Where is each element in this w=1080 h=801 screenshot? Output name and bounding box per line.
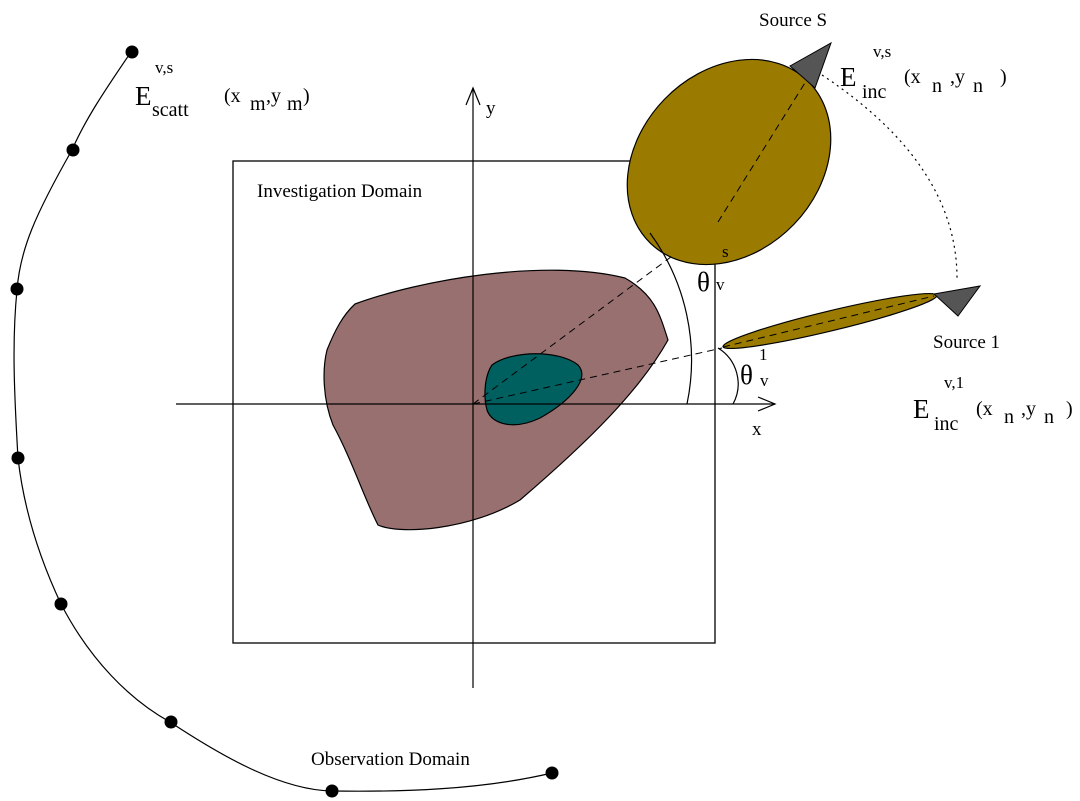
y-axis-arrowhead [465,86,481,106]
investigation-domain-label: Investigation Domain [257,181,423,202]
scatt-args: (x [224,85,241,107]
inc-1-args: (x [976,398,993,420]
inc-1-mid: ,y [1021,398,1036,420]
dashed-line-to-source-1 [472,347,723,405]
observation-point [164,715,178,729]
observation-point [10,282,24,296]
inc-s-arg2-sub: n [973,75,983,97]
observation-point [54,597,68,611]
observation-point [11,451,25,465]
inc-1-arg1-sub: n [1004,406,1014,428]
inc-s-subscript: inc [862,81,887,103]
x-axis-label: x [752,419,762,440]
source-s-label: Source S [759,10,827,31]
inc-s-arg1-sub: n [932,75,942,97]
scatt-subscript: scatt [152,99,189,121]
observation-domain-label: Observation Domain [311,749,470,770]
theta-1-label: θ 1 v [740,345,769,390]
incident-field-s-label: E v,s inc (x n ,y n ) [840,42,1007,103]
inc-s-superscript: v,s [873,42,891,61]
observation-point [125,45,139,59]
observation-point [545,766,559,780]
source-s-beam [626,58,832,266]
x-axis-arrowhead [757,396,777,412]
theta-s-subscript: v [716,275,725,294]
observation-point [325,784,339,798]
theta-s-symbol: θ [697,267,710,297]
inc-1-e-symbol: E [913,394,930,424]
theta-1-symbol: θ [740,360,753,390]
scatt-arg1-sub: m [250,93,266,115]
theta-s-arc [649,232,693,405]
source-s-beam-axis [717,61,819,223]
inc-1-subscript: inc [934,413,959,435]
source-1-label: Source 1 [933,332,1000,353]
scatt-arg2-sub: m [287,93,303,115]
scatt-mid: ,y [266,85,281,107]
y-axis-label: y [486,98,496,119]
theta-s-superscript: s [722,242,729,261]
scatt-e-symbol: E [135,81,152,111]
scatt-close: ) [303,85,310,107]
inc-1-arg2-sub: n [1044,406,1054,428]
theta-s-label: θ s v [697,242,729,297]
scattered-field-label: E v,s scatt (x m ,y m ) [135,58,310,121]
theta-1-arc [717,347,739,405]
incident-field-1-label: E v,1 inc (x n ,y n ) [913,373,1073,435]
inc-1-close: ) [1066,398,1073,420]
observation-point [66,143,80,157]
scatt-superscript: v,s [155,58,173,77]
inc-s-args: (x [904,66,921,88]
inc-s-mid: ,y [950,66,965,88]
source-s-antenna-icon [789,41,832,89]
inc-s-e-symbol: E [840,62,857,92]
observation-points [10,45,559,798]
source-rotation-arc [821,74,958,281]
theta-1-superscript: 1 [759,345,768,364]
source-1-beam-axis [722,295,935,348]
investigation-domain-box [232,160,716,644]
source-1-antenna-icon [932,285,982,317]
inc-1-superscript: v,1 [944,373,964,392]
inc-s-close: ) [1000,66,1007,88]
theta-1-subscript: v [760,371,769,390]
